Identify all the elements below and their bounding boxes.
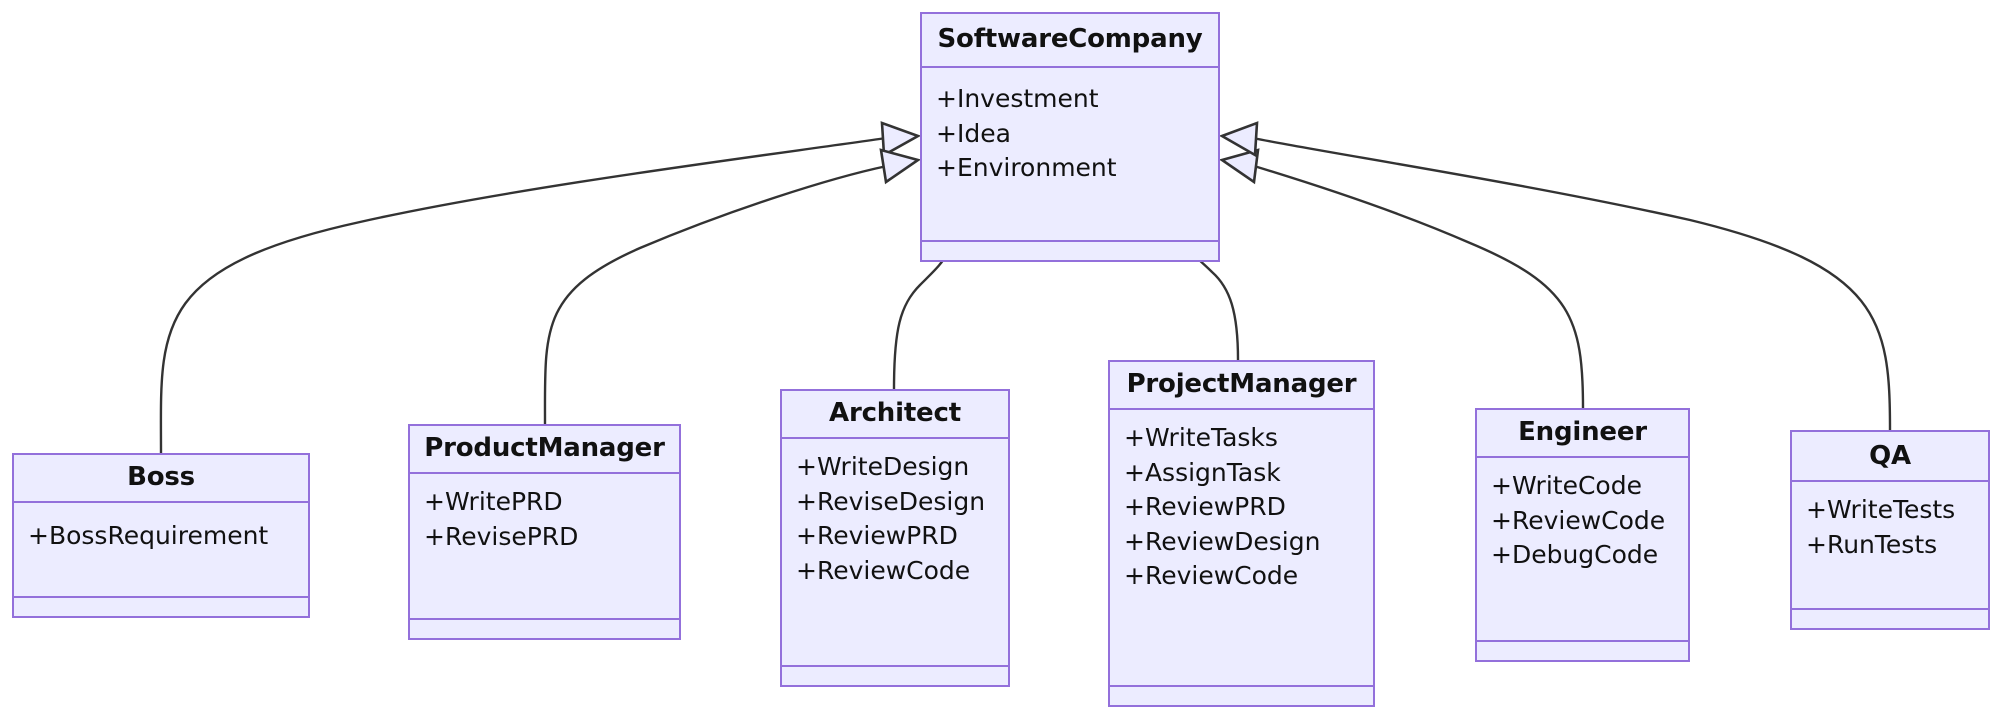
attribute-item: +RunTests xyxy=(1806,529,1938,559)
attribute-item: +Environment xyxy=(936,153,1117,182)
attribute-item: +BossRequirement xyxy=(28,521,269,550)
class-methods-boss xyxy=(14,598,308,616)
class-box-qa[interactable]: QA +WriteTests +RunTests xyxy=(1790,430,1990,630)
edge-architect-to-softwarecompany xyxy=(892,251,950,390)
class-title-qa: QA xyxy=(1792,432,1988,482)
attribute-item: +WriteTasks xyxy=(1124,423,1278,452)
class-methods-softwarecompany xyxy=(922,242,1218,260)
attribute-item: +WritePRD xyxy=(424,487,563,516)
attribute-item: +Investment xyxy=(936,84,1099,113)
class-attributes-engineer: +WriteCode +ReviewCode +DebugCode xyxy=(1477,458,1688,642)
attribute-item: +ReviewCode xyxy=(796,555,971,585)
arrowhead-qa xyxy=(1218,121,1259,158)
attribute-item: +AssignTask xyxy=(1124,457,1281,487)
class-box-boss[interactable]: Boss +BossRequirement xyxy=(12,453,310,618)
attribute-item: +WriteTests xyxy=(1806,495,1956,524)
edge-projectmanager-to-softwarecompany xyxy=(1191,251,1240,361)
class-box-projectmanager[interactable]: ProjectManager +WriteTasks +AssignTask +… xyxy=(1108,360,1375,707)
class-title-projectmanager: ProjectManager xyxy=(1110,362,1373,410)
class-attributes-architect: +WriteDesign +ReviseDesign +ReviewPRD +R… xyxy=(782,439,1008,667)
attribute-item: +Idea xyxy=(936,118,1011,148)
edge-productmanager-to-softwarecompany xyxy=(543,164,888,425)
class-title-boss: Boss xyxy=(14,455,308,503)
class-title-softwarecompany: SoftwareCompany xyxy=(922,14,1218,68)
class-title-architect: Architect xyxy=(782,391,1008,439)
class-attributes-softwarecompany: +Investment +Idea +Environment xyxy=(922,68,1218,242)
class-methods-productmanager xyxy=(410,620,679,638)
class-methods-qa xyxy=(1792,610,1988,628)
attribute-item: +WriteCode xyxy=(1491,471,1642,500)
class-box-productmanager[interactable]: ProductManager +WritePRD +RevisePRD xyxy=(408,424,681,640)
attribute-item: +DebugCode xyxy=(1491,540,1659,569)
attribute-item: +ReviewDesign xyxy=(1124,526,1321,556)
class-attributes-qa: +WriteTests +RunTests xyxy=(1792,482,1988,610)
attribute-item: +ReviewPRD xyxy=(796,521,958,550)
class-box-engineer[interactable]: Engineer +WriteCode +ReviewCode +DebugCo… xyxy=(1475,408,1690,662)
class-box-softwarecompany[interactable]: SoftwareCompany +Investment +Idea +Envir… xyxy=(920,12,1220,262)
class-methods-projectmanager xyxy=(1110,687,1373,705)
class-attributes-projectmanager: +WriteTasks +AssignTask +ReviewPRD +Revi… xyxy=(1110,410,1373,687)
class-box-architect[interactable]: Architect +WriteDesign +ReviseDesign +Re… xyxy=(780,389,1010,687)
class-attributes-boss: +BossRequirement xyxy=(14,503,308,598)
class-methods-architect xyxy=(782,667,1008,685)
edge-boss-to-softwarecompany xyxy=(159,136,887,454)
class-attributes-productmanager: +WritePRD +RevisePRD xyxy=(410,474,679,620)
attribute-item: +ReviewCode xyxy=(1124,561,1299,590)
class-title-engineer: Engineer xyxy=(1477,410,1688,458)
attribute-item: +ReviewCode xyxy=(1491,505,1666,535)
arrowhead-productmanager xyxy=(879,148,922,185)
attribute-item: +ReviewPRD xyxy=(1124,492,1286,521)
arrowhead-engineer xyxy=(1218,148,1260,185)
attribute-item: +RevisePRD xyxy=(424,521,579,551)
class-methods-engineer xyxy=(1477,642,1688,660)
class-title-productmanager: ProductManager xyxy=(410,426,679,474)
attribute-item: +ReviseDesign xyxy=(796,486,986,516)
arrowhead-boss xyxy=(880,121,922,158)
attribute-item: +WriteDesign xyxy=(796,452,970,481)
